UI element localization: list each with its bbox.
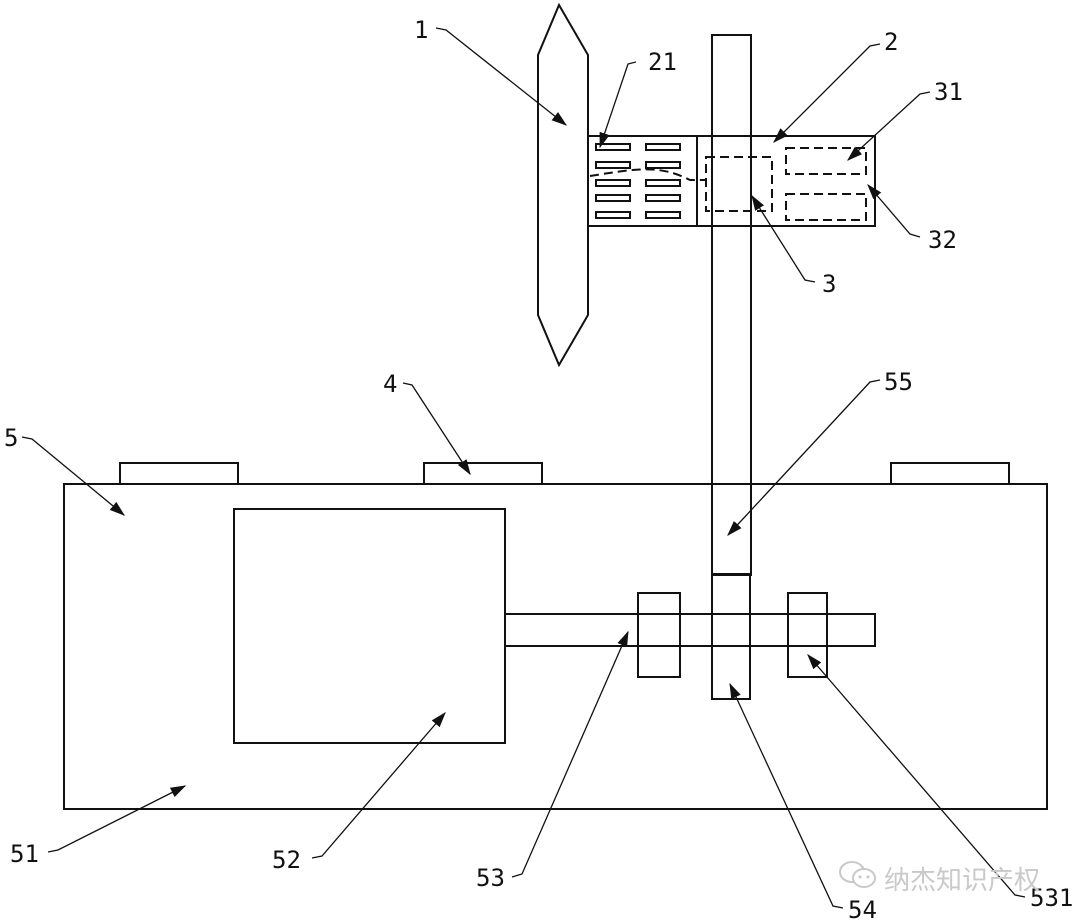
watermark-text: 纳杰知识产权: [884, 866, 1041, 896]
label-3: 3: [822, 270, 836, 298]
bearing-part-531-right: [787, 592, 828, 678]
base-part-5: [63, 483, 1048, 810]
label-54: 54: [848, 896, 877, 923]
housing-part-2: [587, 135, 876, 227]
sleeve-part-54: [711, 573, 751, 700]
label-531: 531: [1030, 884, 1073, 912]
label-5: 5: [4, 424, 18, 452]
pole-part-55: [711, 34, 752, 576]
label-52: 52: [272, 846, 301, 874]
label-4: 4: [383, 370, 397, 398]
watermark: 纳杰知识产权: [838, 860, 1040, 897]
controller-part-3: [705, 156, 773, 212]
pad-part-4-left: [119, 462, 239, 485]
wechat-icon: [838, 860, 878, 897]
label-51: 51: [10, 840, 39, 868]
leader-lines: [21, 27, 1026, 909]
vent-slots-part-21: [595, 143, 681, 219]
bearing-part-531-left: [637, 592, 681, 678]
label-1: 1: [414, 16, 428, 44]
pad-part-4-middle: [423, 462, 543, 485]
label-32: 32: [928, 226, 957, 254]
label-2: 2: [884, 28, 898, 56]
label-55: 55: [884, 368, 913, 396]
label-21: 21: [648, 48, 677, 76]
blade-part-1: [537, 2, 589, 368]
module-part-32: [785, 193, 867, 221]
label-53: 53: [476, 864, 505, 892]
shaft-part-53: [504, 613, 876, 647]
module-part-31: [785, 147, 867, 175]
motor-part-52: [233, 508, 506, 744]
label-31: 31: [934, 78, 963, 106]
pad-part-4-right: [890, 462, 1010, 485]
